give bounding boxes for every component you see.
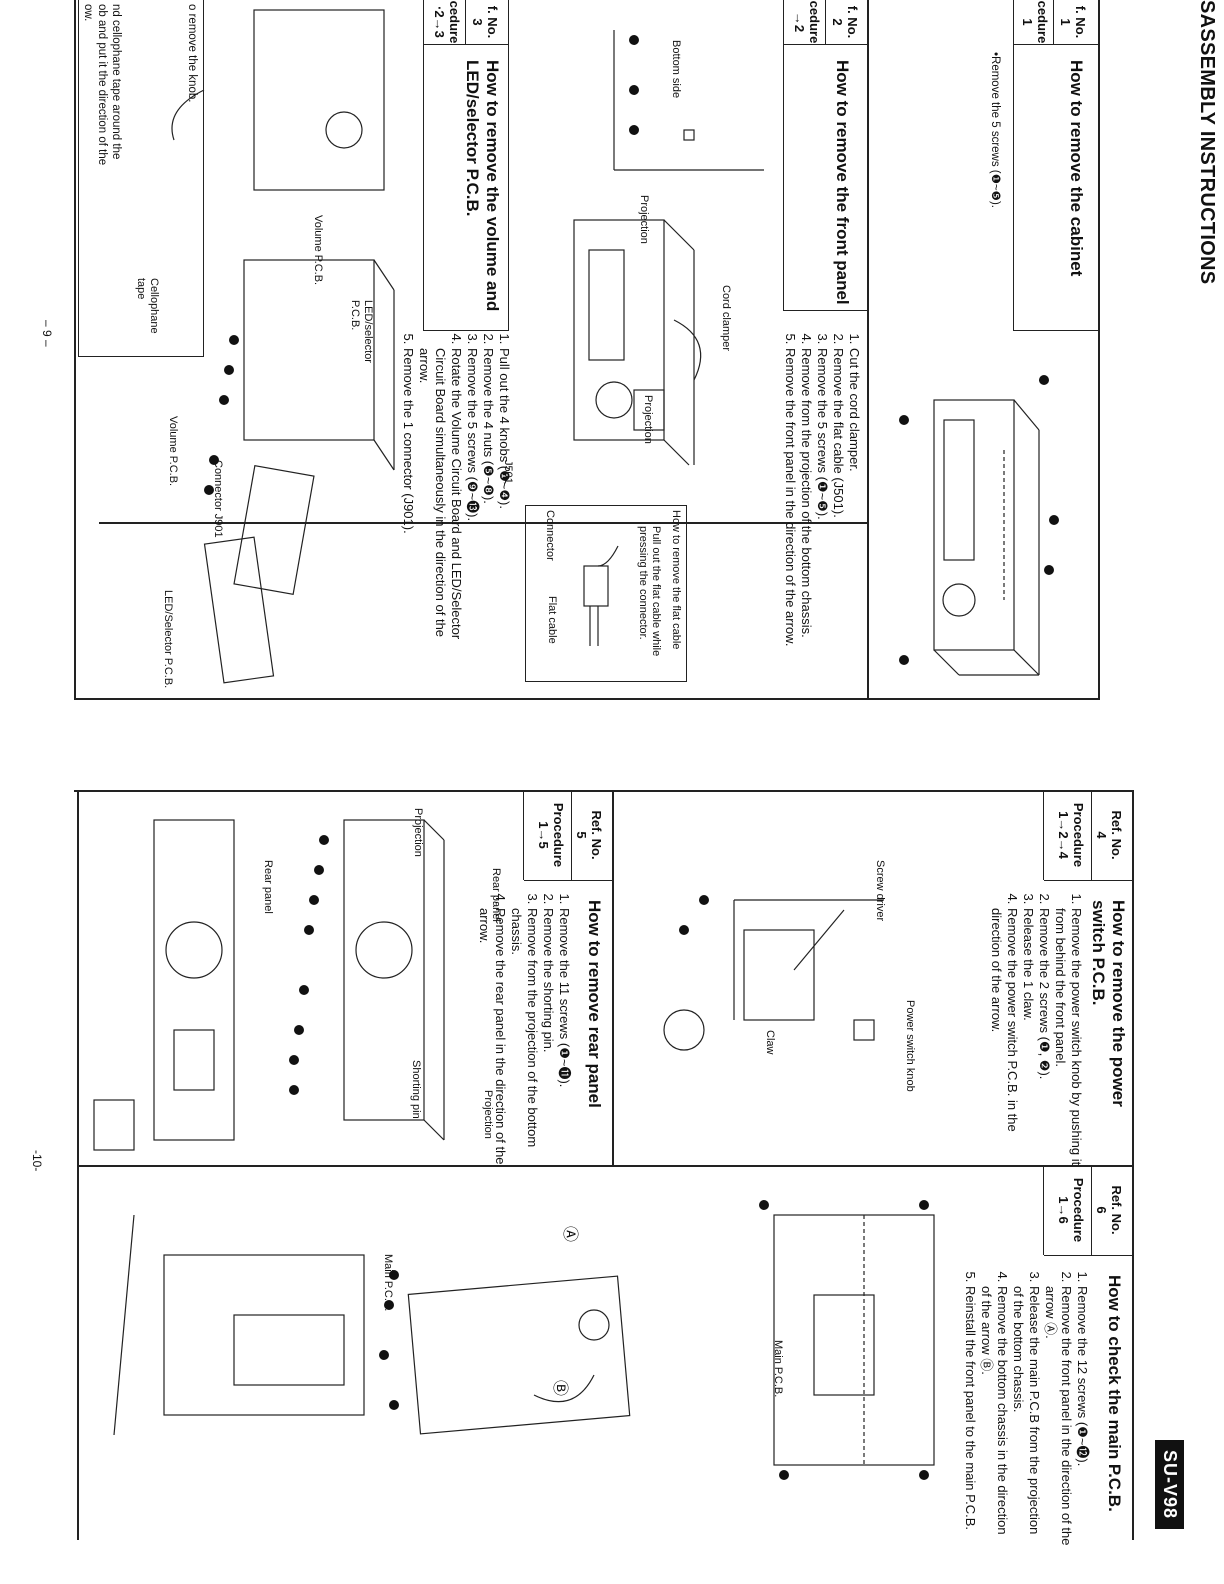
procedure-label: cedure bbox=[807, 0, 822, 44]
page-number-left: – 9 – bbox=[40, 320, 54, 347]
step: Rotate the Volume Circuit Board and LED/… bbox=[416, 348, 464, 668]
flat-cable-diagram bbox=[583, 545, 619, 646]
section-title: How to remove the power switch P.C.B. bbox=[1089, 900, 1128, 1107]
section-title: How to check the main P.C.B. bbox=[1105, 1275, 1124, 1512]
step: Reinstall the front panel to the main P.… bbox=[962, 1286, 978, 1546]
ref-no-value: 1 bbox=[1058, 18, 1073, 26]
steps-list: Remove the power switch knob by pushing … bbox=[988, 890, 1084, 1173]
step: Remove the 5 screws (❾~⓭). bbox=[464, 348, 480, 668]
procedure-label: cedure bbox=[1035, 0, 1050, 44]
step: Remove from the projection of the bottom… bbox=[508, 908, 540, 1173]
label-projection: Projection bbox=[482, 1090, 494, 1139]
frame-line bbox=[867, 0, 869, 700]
inset-title: How to remove the flat cable bbox=[670, 510, 682, 650]
step: Remove the 11 screws (❶~⓫). bbox=[556, 908, 572, 1173]
model-badge: SU-V98 bbox=[1155, 1440, 1184, 1530]
ref-no-label: f. No. bbox=[485, 5, 500, 39]
ref-no-label: f. No. bbox=[1073, 5, 1088, 39]
procedure-label: Procedure bbox=[1071, 1177, 1086, 1243]
frame-line bbox=[1098, 0, 1100, 700]
step: Remove the front panel in the direction … bbox=[782, 348, 798, 668]
label-connector: Connector bbox=[544, 510, 556, 561]
note-line: ow. bbox=[82, 4, 94, 22]
label-flat-cable: Flat cable bbox=[546, 596, 558, 644]
note-line: o remove the knob. bbox=[186, 4, 198, 103]
note-line: nd cellophane tape around the bbox=[110, 4, 122, 160]
step: Remove the bottom chassis in the directi… bbox=[978, 1286, 1010, 1546]
front-panel-diagram bbox=[573, 30, 764, 466]
main-pcb-diagram bbox=[113, 1200, 935, 1480]
step: Remove the 4 nuts (❺~❽). bbox=[480, 348, 496, 668]
frame-line bbox=[612, 790, 614, 1165]
step: Remove the power switch knob by pushing … bbox=[1052, 908, 1084, 1173]
step: Remove the power switch P.C.B. in the di… bbox=[988, 908, 1020, 1173]
power-switch-diagram bbox=[663, 895, 884, 1051]
step: Remove the 2 screws (❶, ❷). bbox=[1036, 908, 1052, 1173]
step: Release the 1 claw. bbox=[1020, 908, 1036, 1173]
procedure-value: 1→2→4 bbox=[1056, 811, 1071, 859]
note-line: ob and put it the direction of the bbox=[96, 4, 108, 166]
procedure-label: cedure bbox=[447, 0, 462, 44]
steps-list: Cut the cord clamper. Remove the flat ca… bbox=[782, 330, 862, 668]
section-title: How to remove the cabinet bbox=[1067, 60, 1086, 277]
step: Release the main P.C.B from the projecti… bbox=[1010, 1286, 1042, 1546]
step: Remove from the projection of the bottom… bbox=[798, 348, 814, 668]
label-power-switch-knob: Power switch knob bbox=[904, 1000, 916, 1092]
ref-no-value: 3 bbox=[470, 18, 485, 26]
label-rear-panel: Rear panel bbox=[490, 868, 502, 922]
procedure-label: Procedure bbox=[1071, 802, 1086, 868]
step: Remove the 5 screws (❶~❺). bbox=[814, 348, 830, 668]
steps-list: Pull out the 4 knobs (❶~❹). Remove the 4… bbox=[400, 330, 512, 668]
procedure-value: ·2→3 bbox=[432, 6, 447, 38]
flat-cable-inset: How to remove the flat cable Pull out th… bbox=[525, 505, 687, 682]
procedure-value: →2 bbox=[792, 11, 807, 33]
page-title: SASSEMBLY INSTRUCTIONS bbox=[1196, 0, 1218, 285]
section-title: How to remove rear panel bbox=[585, 900, 604, 1108]
procedure-value: 1→5 bbox=[536, 821, 551, 849]
step: Remove the 12 screws (❶~⓬). bbox=[1074, 1286, 1090, 1546]
ref-no-label: f. No. bbox=[845, 5, 860, 39]
step: Remove the flat cable (J501). bbox=[830, 348, 846, 668]
inset-text: Pull out the flat cable while pressing t… bbox=[637, 526, 662, 657]
volume-pcb-diagram bbox=[171, 9, 395, 684]
section-title: How to remove the front panel bbox=[833, 60, 852, 305]
step: Remove the shorting pin. bbox=[540, 908, 556, 1173]
page-number-right: -10- bbox=[30, 1150, 44, 1172]
frame-line bbox=[74, 790, 1134, 792]
procedure-value: 1→6 bbox=[1056, 1196, 1071, 1224]
step: Cut the cord clamper. bbox=[846, 348, 862, 668]
step-text: •Remove the 5 screws (❶~❺). bbox=[989, 52, 1001, 208]
ref-no-value: 4 bbox=[1094, 831, 1109, 839]
frame-line bbox=[77, 1165, 1134, 1167]
knob-note-box: o remove the knob. nd cellophane tape ar… bbox=[78, 0, 204, 357]
steps-list: Remove the 12 screws (❶~⓬). Remove the f… bbox=[962, 1268, 1090, 1546]
rear-panel-diagram bbox=[93, 819, 445, 1151]
procedure-value: 1 bbox=[1020, 18, 1035, 26]
ref-no-value: 2 bbox=[830, 18, 845, 26]
ref-no-label: Ref. No. bbox=[1109, 1185, 1124, 1235]
ref-no-label: Ref. No. bbox=[589, 810, 604, 860]
step: Pull out the 4 knobs (❶~❹). bbox=[496, 348, 512, 668]
section-title: How to remove the volume and LED/selecto… bbox=[463, 60, 502, 312]
step: Remove the front panel in the direction … bbox=[1042, 1286, 1074, 1546]
ref-no-value: 5 bbox=[574, 831, 589, 839]
procedure-label: Procedure bbox=[551, 802, 566, 868]
ref-no-label: Ref. No. bbox=[1109, 810, 1124, 860]
cabinet-diagram bbox=[899, 375, 1059, 676]
ref-no-value: 6 bbox=[1094, 1206, 1109, 1214]
